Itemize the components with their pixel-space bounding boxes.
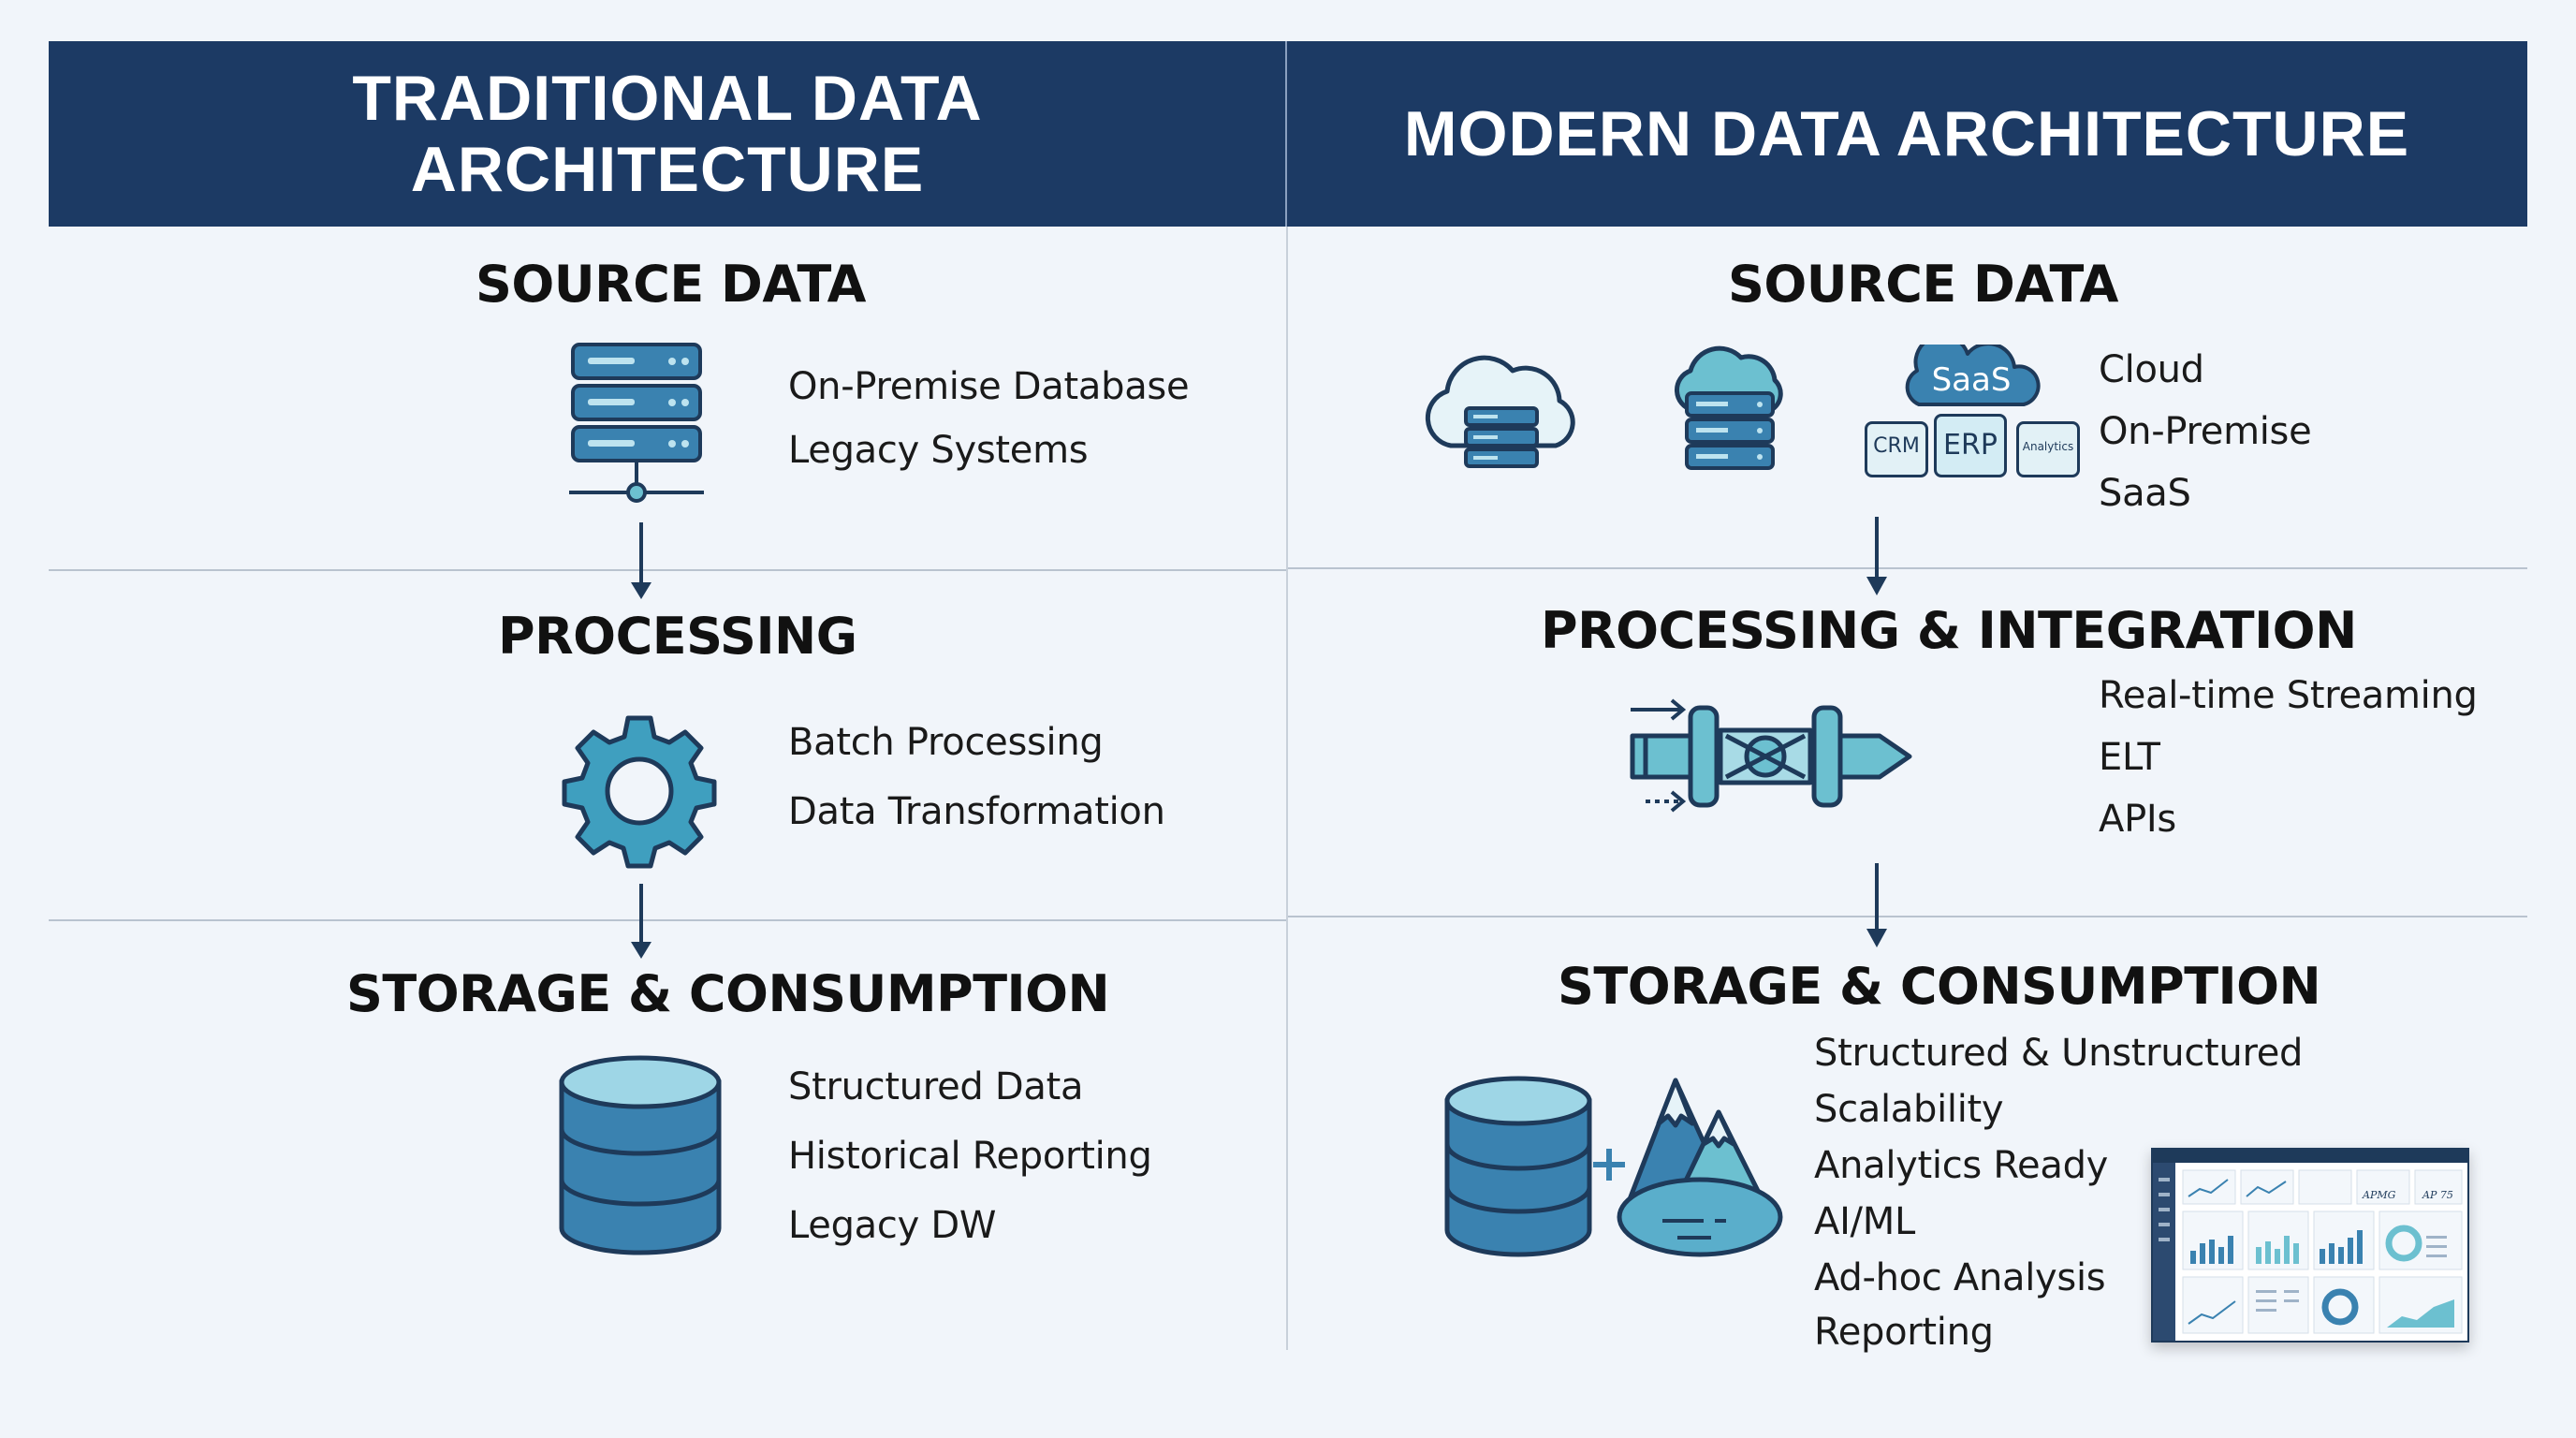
erp-label: ERP bbox=[1943, 429, 1998, 462]
row-divider-left-1 bbox=[49, 569, 1286, 571]
row-divider-left-2 bbox=[49, 919, 1286, 921]
left-storage-item-2: Historical Reporting bbox=[788, 1135, 1152, 1178]
pipeline-icon bbox=[1627, 693, 1913, 820]
row-divider-right-1 bbox=[1288, 567, 2527, 569]
left-storage-title: STORAGE & CONSUMPTION bbox=[346, 964, 1110, 1023]
gear-icon bbox=[560, 712, 719, 871]
left-source-title: SOURCE DATA bbox=[476, 255, 866, 314]
erp-box bbox=[1934, 414, 2007, 477]
right-storage-item-1: Structured & Unstructured bbox=[1814, 1032, 2304, 1075]
crm-box bbox=[1865, 421, 1928, 477]
right-processing-item-3: APIs bbox=[2099, 798, 2176, 841]
modern-header: MODERN DATA ARCHITECTURE bbox=[1286, 41, 2527, 227]
left-source-item-1: On-Premise Database bbox=[788, 365, 1190, 408]
right-source-item-2: On-Premise bbox=[2099, 410, 2312, 453]
column-divider bbox=[1286, 227, 1288, 1350]
row-divider-right-2 bbox=[1288, 916, 2527, 917]
left-source-item-2: Legacy Systems bbox=[788, 429, 1089, 472]
saas-cloud-icon bbox=[1898, 345, 2044, 410]
right-storage-item-4: AI/ML bbox=[1814, 1200, 1915, 1243]
saas-label: SaaS bbox=[1931, 361, 2012, 399]
analytics-box bbox=[2016, 421, 2080, 477]
right-storage-item-5: Ad-hoc Analysis bbox=[1814, 1256, 2106, 1299]
right-storage-item-3: Analytics Ready bbox=[1814, 1144, 2109, 1187]
crm-label: CRM bbox=[1873, 434, 1920, 458]
traditional-header-line1: TRADITIONAL DATA bbox=[352, 63, 983, 134]
server-stack-icon bbox=[562, 341, 711, 509]
traditional-header-line2: ARCHITECTURE bbox=[410, 134, 925, 205]
right-source-item-3: SaaS bbox=[2099, 472, 2191, 515]
left-processing-item-1: Batch Processing bbox=[788, 721, 1104, 764]
analytics-label: Analytics bbox=[2022, 440, 2074, 453]
database-icon bbox=[554, 1054, 726, 1260]
right-source-title: SOURCE DATA bbox=[1728, 255, 2118, 314]
left-storage-item-1: Structured Data bbox=[788, 1065, 1084, 1108]
right-source-item-1: Cloud bbox=[2099, 348, 2204, 391]
right-storage-title: STORAGE & CONSUMPTION bbox=[1558, 957, 2321, 1016]
dashboard-label-2: AP 75 bbox=[2422, 1189, 2453, 1201]
database-datalake-icon bbox=[1442, 1071, 1788, 1258]
right-processing-title: PROCESSING & INTEGRATION bbox=[1541, 601, 2357, 660]
left-storage-item-3: Legacy DW bbox=[788, 1204, 997, 1247]
onprem-server-icon bbox=[1670, 343, 1792, 483]
dashboard-label-1: APMG bbox=[2363, 1189, 2396, 1201]
right-storage-item-6: Reporting bbox=[1814, 1311, 1994, 1354]
modern-header-title: MODERN DATA ARCHITECTURE bbox=[1403, 98, 2410, 169]
right-processing-item-2: ELT bbox=[2099, 736, 2160, 779]
left-arrow-1 bbox=[627, 522, 655, 601]
left-processing-item-2: Data Transformation bbox=[788, 790, 1165, 833]
traditional-header: TRADITIONAL DATA ARCHITECTURE bbox=[49, 41, 1286, 227]
right-storage-item-2: Scalability bbox=[1814, 1088, 2004, 1131]
left-processing-title: PROCESSING bbox=[498, 607, 857, 666]
right-arrow-1 bbox=[1863, 517, 1891, 597]
right-arrow-2 bbox=[1863, 863, 1891, 949]
left-arrow-2 bbox=[627, 884, 655, 962]
header-divider bbox=[1285, 41, 1287, 227]
cloud-server-icon bbox=[1419, 343, 1584, 483]
dashboard-thumbnail: APMG AP 75 bbox=[2151, 1148, 2469, 1343]
right-processing-item-1: Real-time Streaming bbox=[2099, 674, 2478, 717]
